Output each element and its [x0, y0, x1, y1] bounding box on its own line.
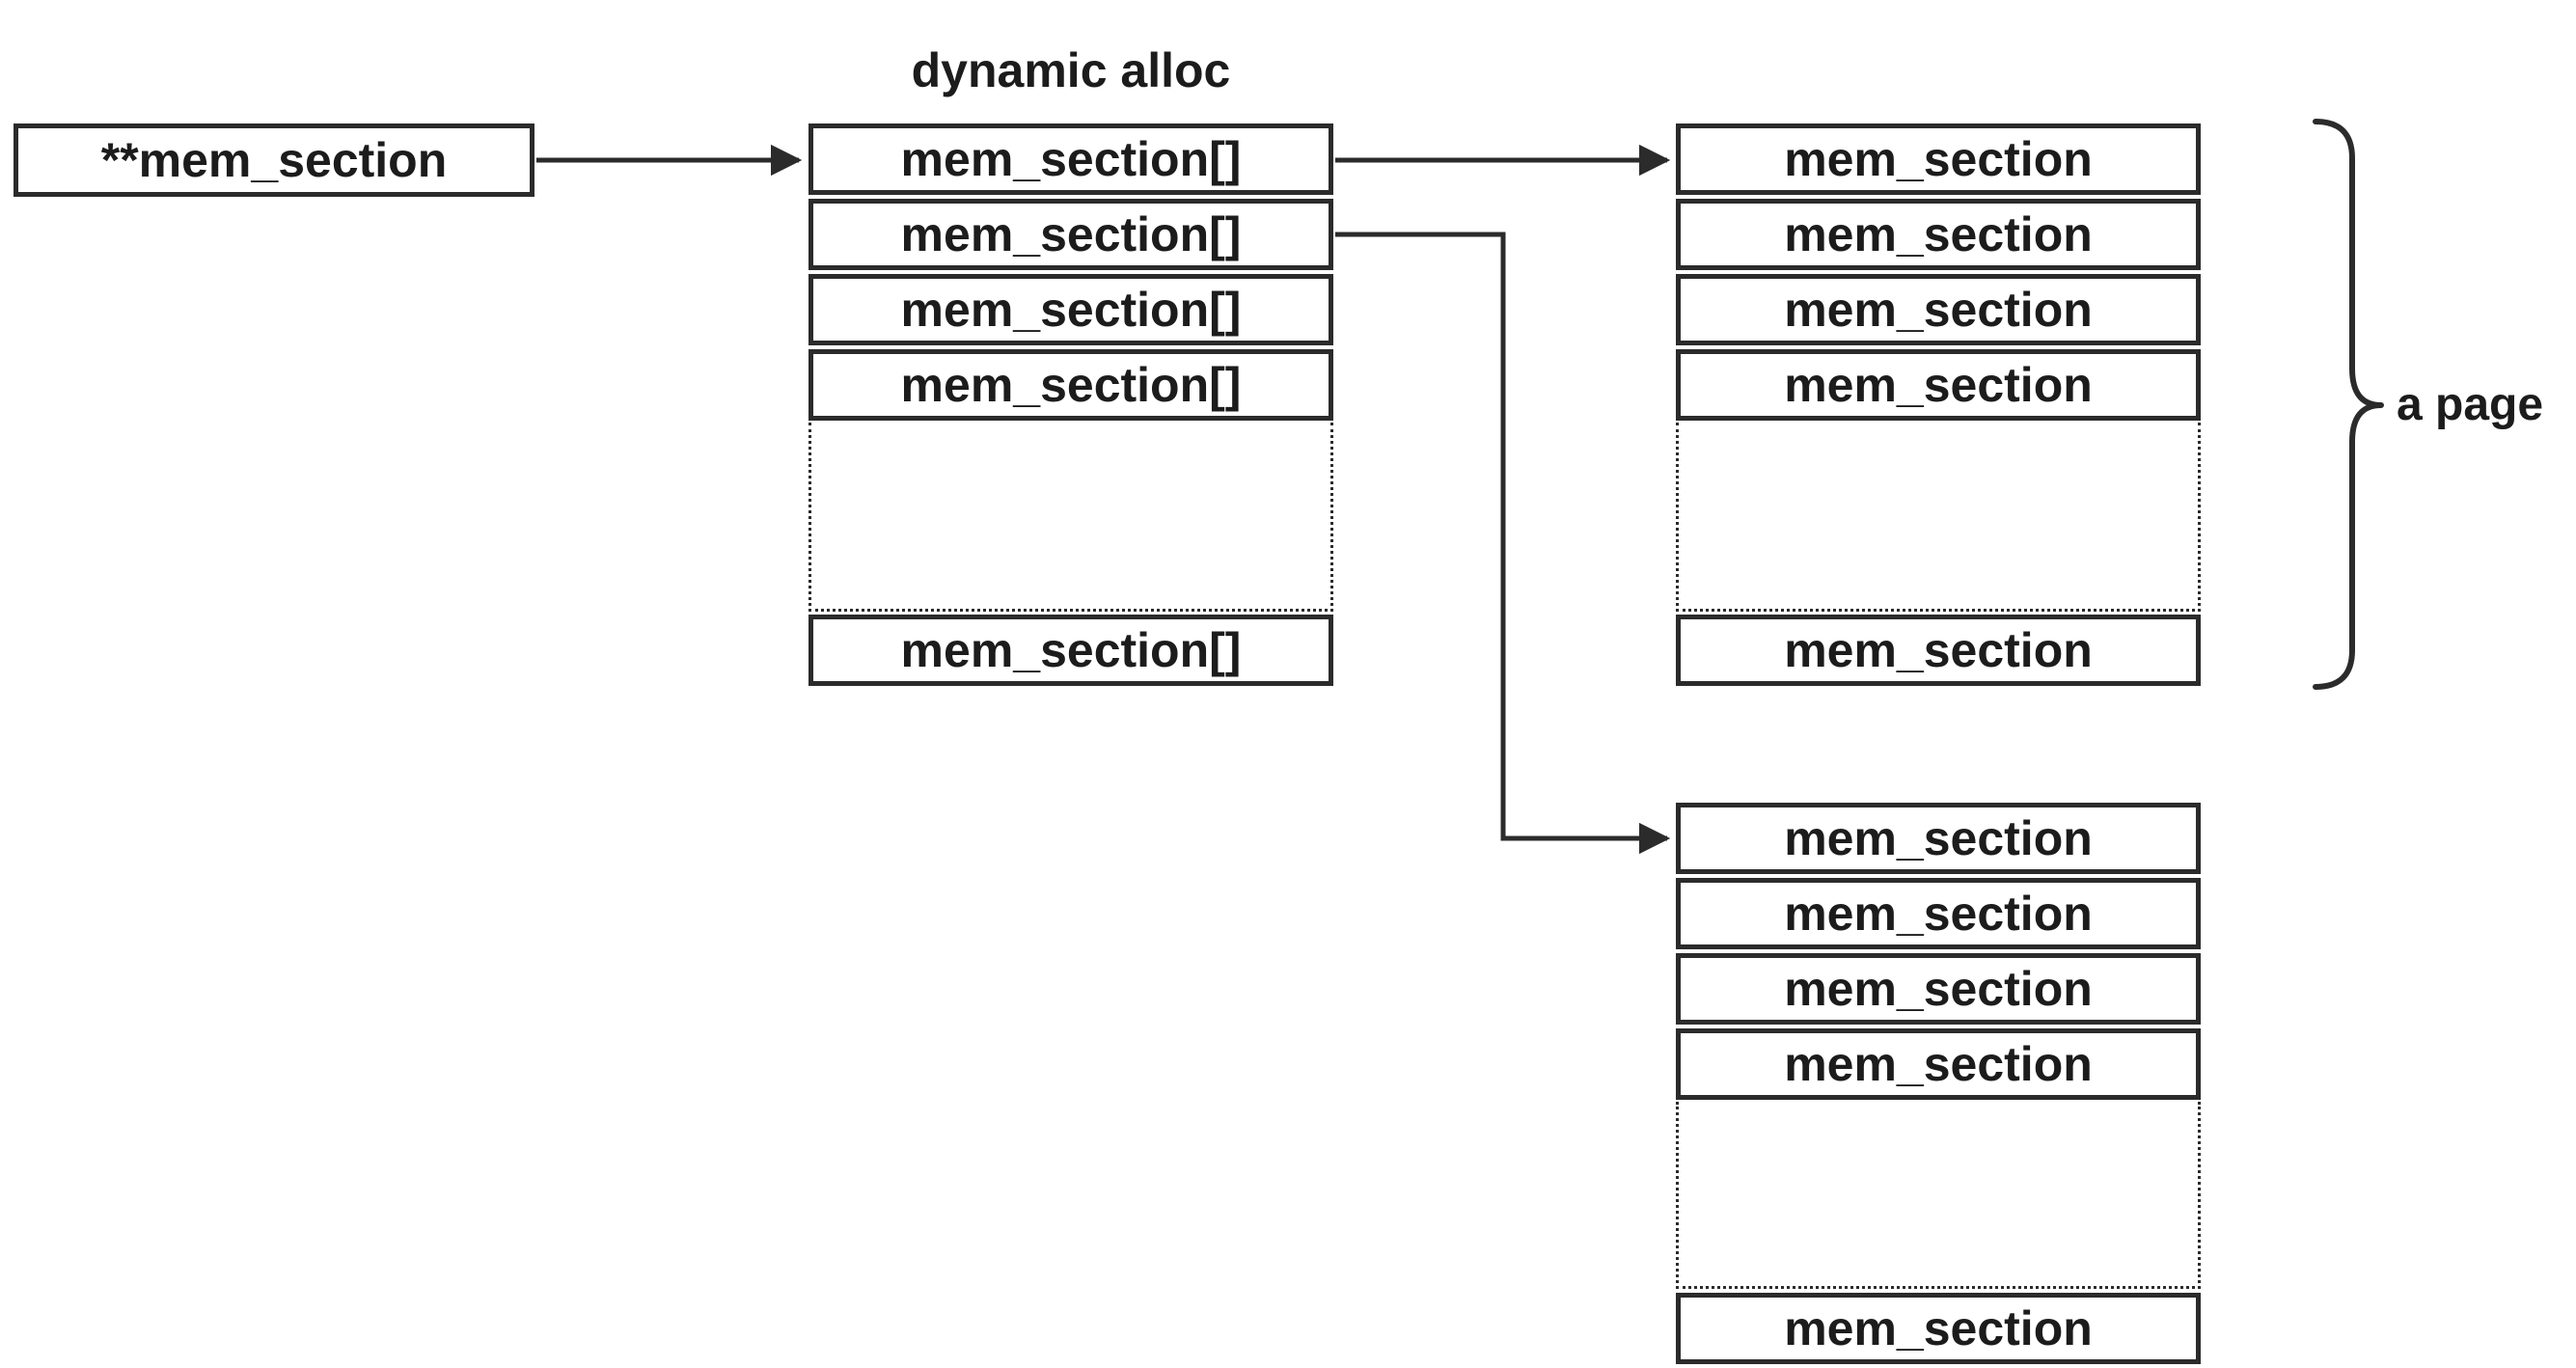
array-ellipsis-region: [808, 423, 1333, 612]
brace-label: a page: [2397, 379, 2544, 430]
page-top-cell: mem_section: [1676, 349, 2201, 421]
root-pointer-box: **mem_section: [14, 123, 534, 197]
page-bottom-cell: mem_section: [1676, 803, 2201, 874]
page-bottom-ellipsis-region: [1676, 1102, 2201, 1289]
page-bottom-cell: mem_section: [1676, 878, 2201, 949]
page-top-cell: mem_section: [1676, 274, 2201, 345]
page-top-cell: mem_section: [1676, 199, 2201, 270]
page-bottom-cell: mem_section: [1676, 953, 2201, 1025]
page-top-cell: mem_section: [1676, 615, 2201, 686]
arrow-array1-to-page-bottom: [1335, 232, 1671, 855]
column-title: dynamic alloc: [911, 43, 1231, 97]
page-top-ellipsis-region: [1676, 423, 2201, 612]
array-cell: mem_section[]: [808, 349, 1333, 421]
page-brace: [2313, 119, 2384, 690]
page-top-cell: mem_section: [1676, 123, 2201, 195]
array-cell: mem_section[]: [808, 615, 1333, 686]
array-cell: mem_section[]: [808, 199, 1333, 270]
array-cell: mem_section[]: [808, 274, 1333, 345]
page-bottom-cell: mem_section: [1676, 1293, 2201, 1364]
page-bottom-cell: mem_section: [1676, 1028, 2201, 1100]
array-cell: mem_section[]: [808, 123, 1333, 195]
